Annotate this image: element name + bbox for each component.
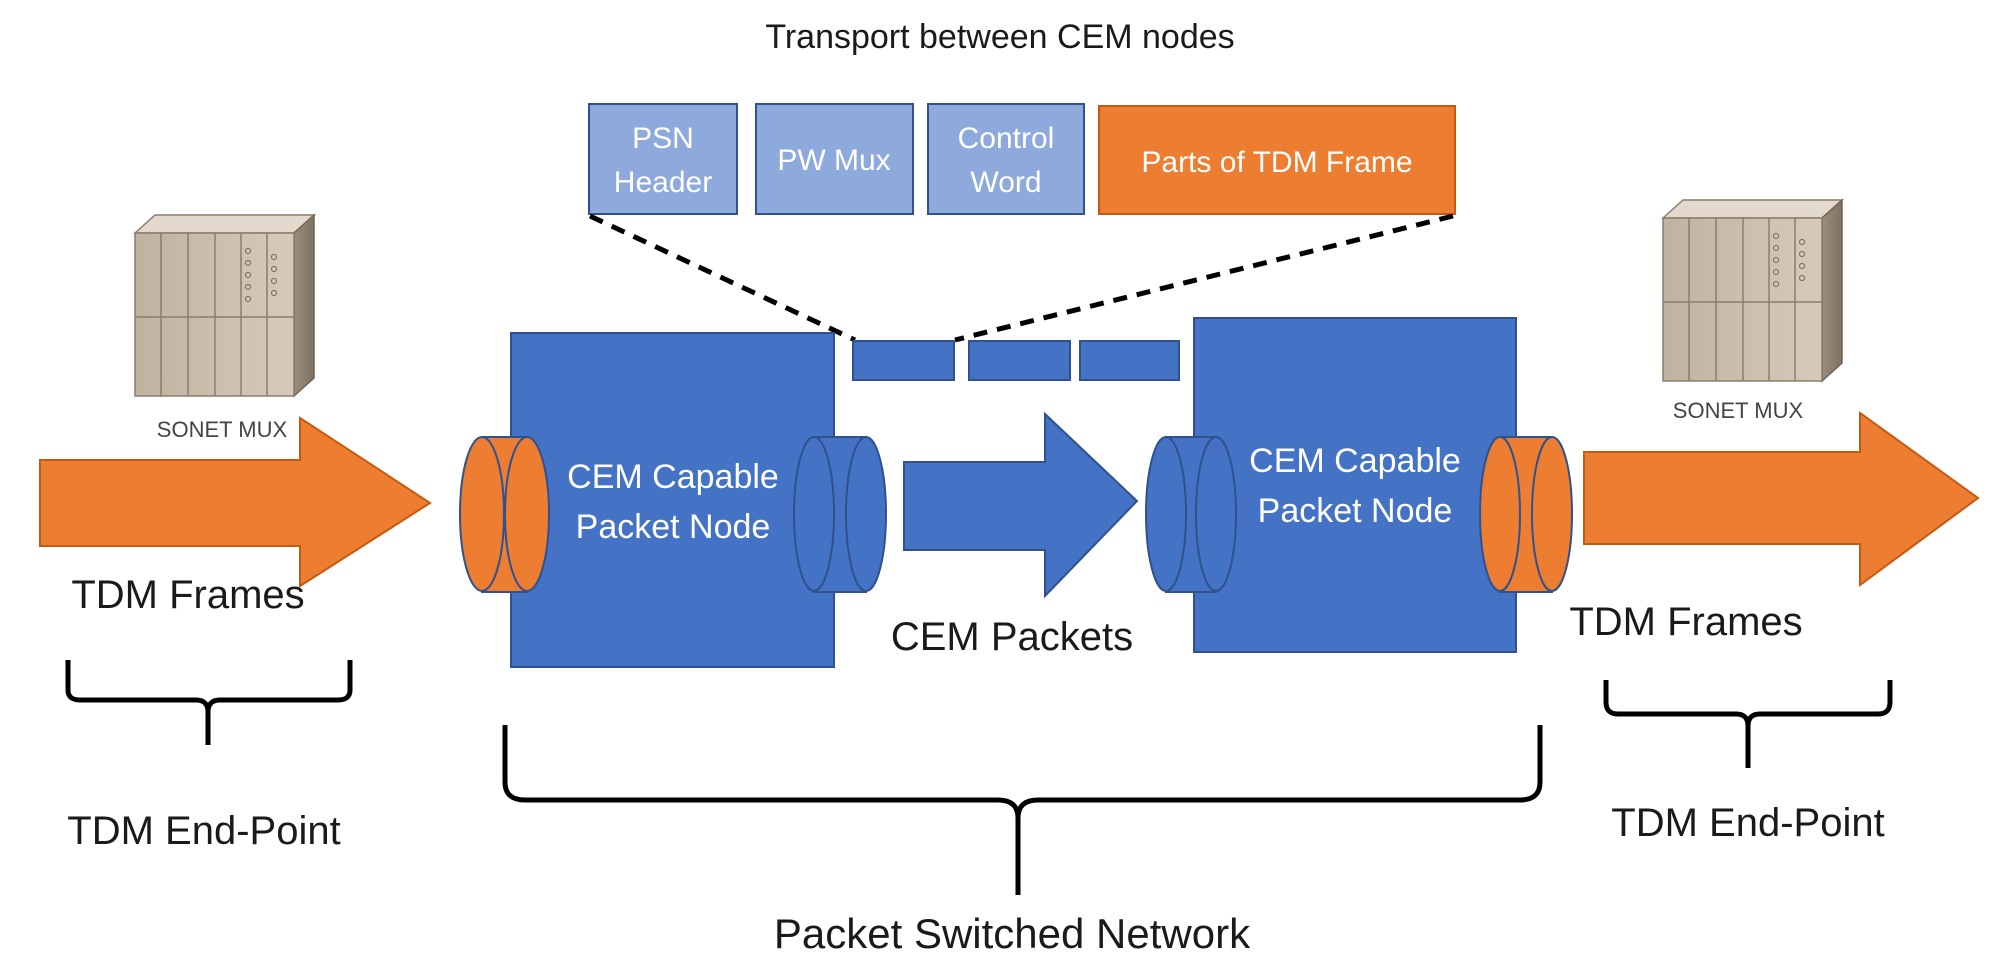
- cem-node-right: [1193, 317, 1517, 653]
- sonet-mux-icon: [133, 213, 316, 398]
- node-left-label-line2: Packet Node: [576, 508, 771, 546]
- psn-header-label-line1: PSN: [632, 122, 694, 155]
- sonet-mux-icon: [1661, 198, 1844, 383]
- cem-packet-stream: [852, 340, 1180, 381]
- packet-header-fields: PSN Header PW Mux Control Word Parts of …: [588, 103, 1456, 215]
- transport-title: Transport between CEM nodes: [765, 18, 1234, 56]
- tdm-frames-label-right: TDM Frames: [1569, 600, 1802, 644]
- control-word-label-line2: Word: [970, 166, 1041, 199]
- packet-block: [852, 340, 955, 381]
- tdm-frames-label-left: TDM Frames: [71, 573, 304, 617]
- expansion-line-right: [954, 213, 1454, 343]
- pw-mux-label: PW Mux: [777, 144, 890, 177]
- expansion-line-left: [588, 213, 857, 343]
- packet-block: [1079, 340, 1180, 381]
- psn-header-box: [588, 103, 738, 215]
- pw-mux-box: [755, 103, 914, 215]
- brace-endpoint-left: [65, 660, 353, 745]
- tdm-port-right-node: [1479, 436, 1573, 593]
- network-label: Packet Switched Network: [774, 910, 1251, 957]
- node-left-label-line1: CEM Capable: [567, 458, 779, 496]
- control-word-label-line1: Control: [958, 122, 1055, 155]
- packet-port-right-node: [1145, 436, 1237, 593]
- tdm-frames-arrow-left: [39, 416, 432, 588]
- brace-network: [502, 725, 1543, 895]
- control-word-box: [927, 103, 1085, 215]
- tdm-frame-parts-label: Parts of TDM Frame: [1141, 146, 1412, 179]
- cem-packets-arrow: [903, 411, 1139, 599]
- brace-endpoint-right: [1603, 680, 1893, 768]
- packet-block: [968, 340, 1071, 381]
- node-right-label-line1: CEM Capable: [1249, 442, 1461, 480]
- sonet-mux-label-right: SONET MUX: [1673, 398, 1804, 423]
- node-right-label-line2: Packet Node: [1258, 492, 1453, 530]
- tdm-frame-parts-box: [1098, 105, 1456, 215]
- tdm-port-left-node: [459, 436, 550, 593]
- tdm-frames-arrow-right: [1583, 411, 1980, 587]
- endpoint-label-right: TDM End-Point: [1611, 801, 1884, 845]
- cem-node-left: [510, 332, 835, 668]
- sonet-mux-label-left: SONET MUX: [157, 417, 288, 442]
- psn-header-label-line2: Header: [614, 166, 712, 199]
- cem-packets-label: CEM Packets: [891, 615, 1133, 659]
- packet-port-left-node: [793, 436, 887, 593]
- endpoint-label-left: TDM End-Point: [67, 809, 340, 853]
